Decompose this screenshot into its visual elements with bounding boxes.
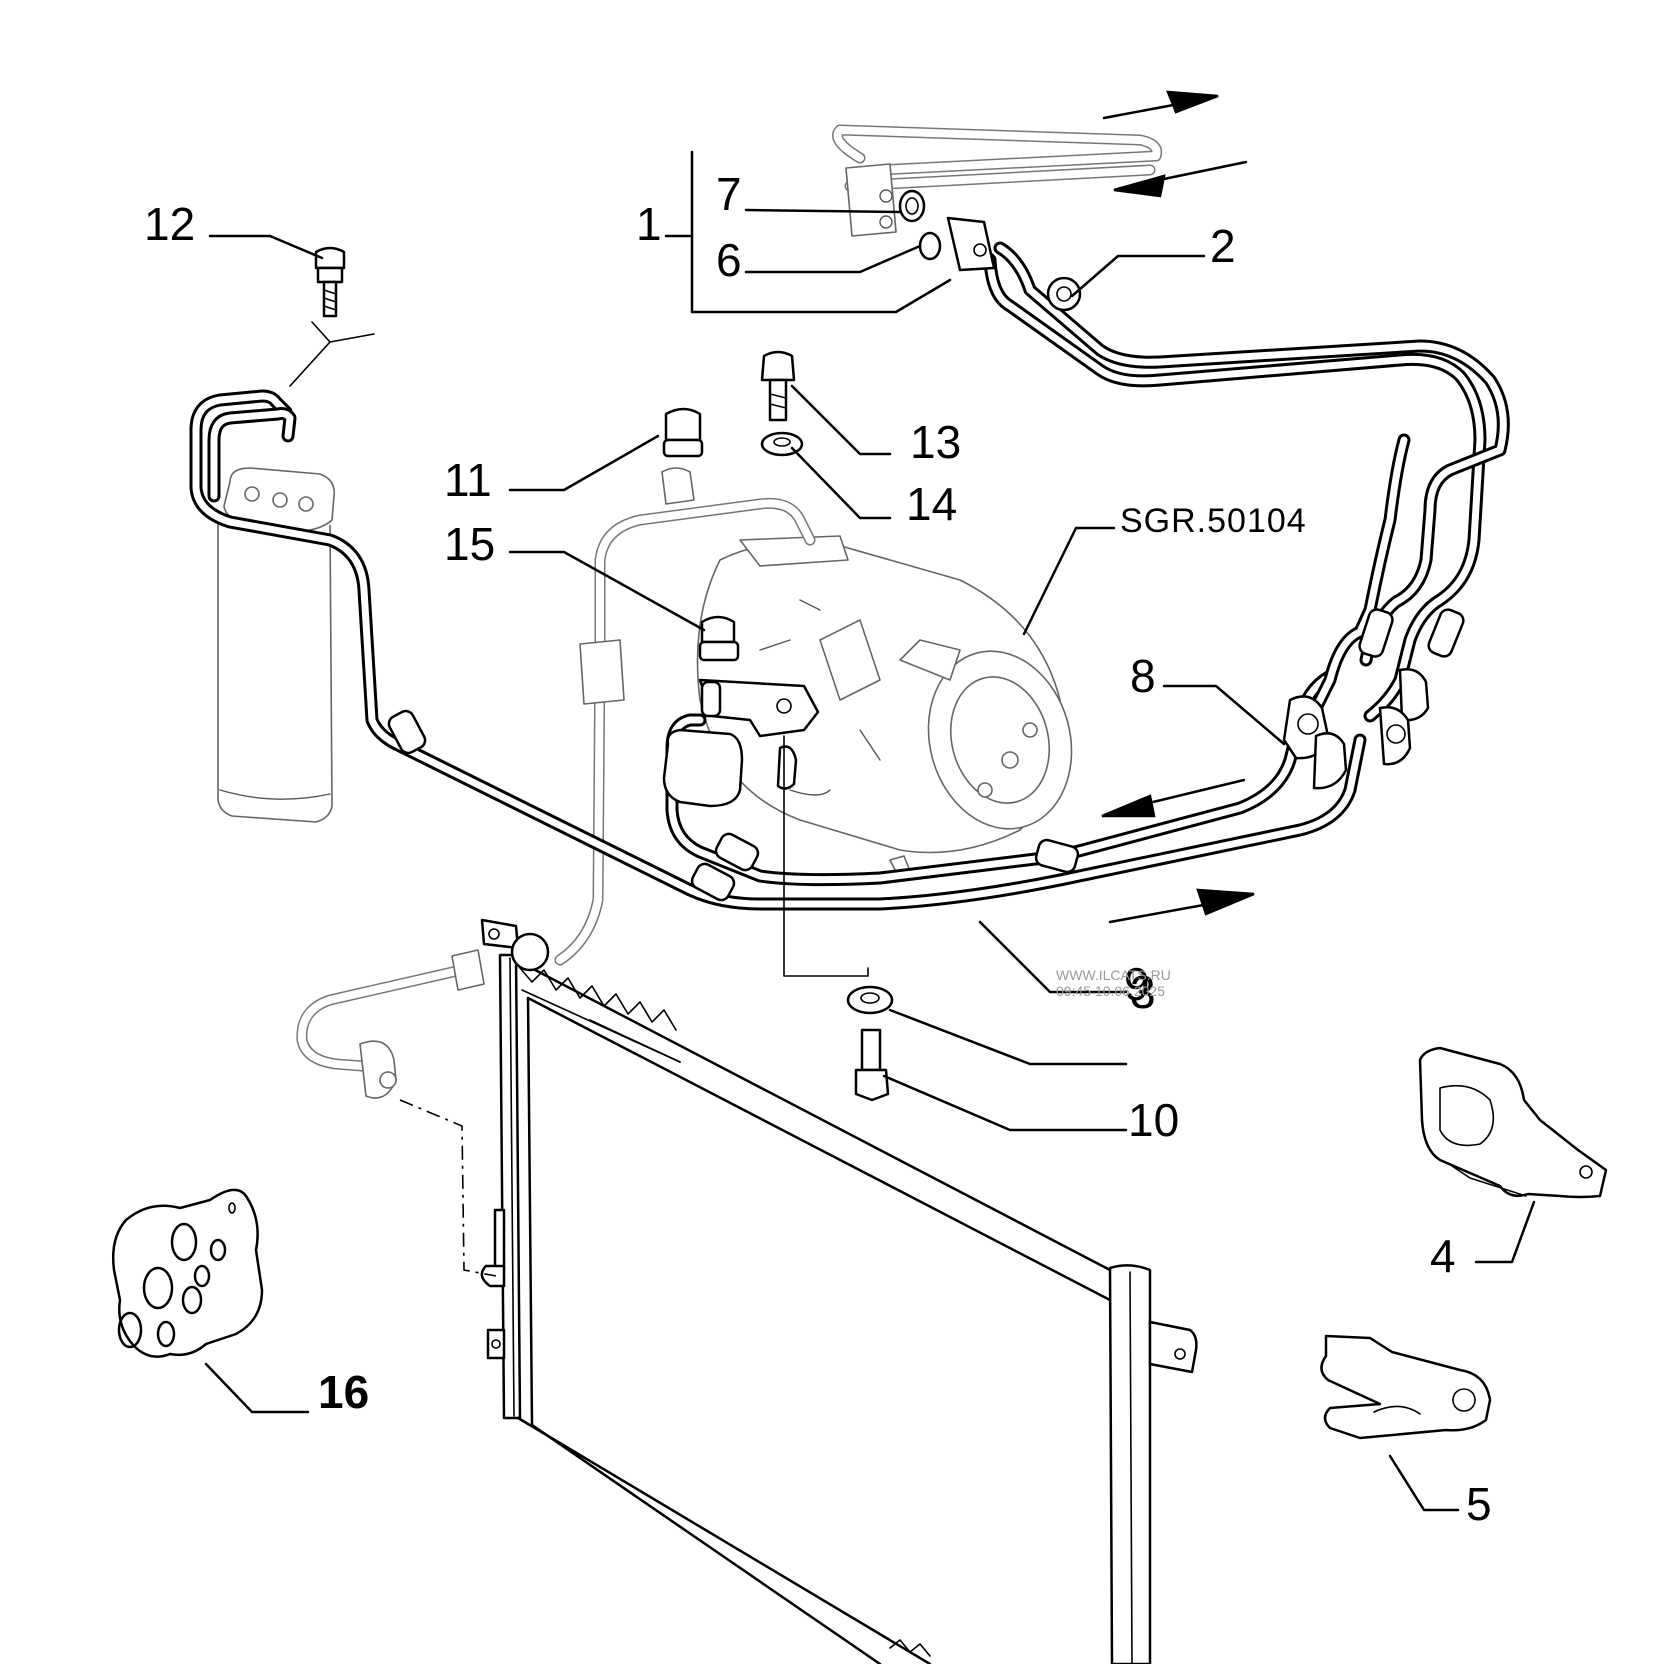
drier-fitting-block [662, 678, 831, 808]
flow-arrow-top-right [1102, 90, 1219, 120]
washer-3 [846, 985, 894, 1015]
flow-arrow-top-left [1113, 160, 1248, 198]
bracket-5 [1320, 1334, 1492, 1440]
callout-6: 6 [716, 234, 742, 286]
callout-16: 16 [318, 1366, 369, 1418]
receiver-drier [217, 467, 336, 823]
callout-8: 8 [1130, 650, 1156, 702]
callout-11: 11 [444, 454, 492, 506]
bolt-13 [760, 350, 796, 422]
flow-arrow-mid-left [1101, 778, 1246, 818]
callout-14: 14 [906, 478, 957, 530]
union-block-1 [832, 124, 1163, 312]
callout-7: 7 [716, 168, 742, 220]
callout-1: 1 [636, 198, 662, 250]
gasket-kit-16 [112, 1188, 264, 1358]
callout-labels: 1 2 3 4 5 6 7 8 9 10 11 12 13 14 15 16 S… [144, 168, 1492, 1530]
alignment-line [783, 735, 869, 977]
watermark: WWW.ILCATS.RU 09:45 10.06.2025 [1056, 967, 1171, 999]
pressure-pipes [189, 241, 1510, 911]
flow-arrow-bottom-right [1108, 888, 1255, 924]
callout-13: 13 [910, 416, 961, 468]
leader-lines [204, 150, 1536, 1512]
callout-2: 2 [1210, 220, 1236, 272]
condenser [480, 918, 1198, 1664]
callout-3: 3 [1130, 966, 1156, 1018]
bracket-4 [1418, 1046, 1608, 1199]
callout-15: 15 [444, 518, 495, 570]
callout-5: 5 [1466, 1478, 1492, 1530]
bolt-10 [854, 1028, 890, 1102]
compressor-suction-loop [554, 467, 816, 966]
cap-15 [698, 615, 740, 662]
watermark-timestamp: 09:45 10.06.2025 [1056, 983, 1165, 999]
callout-9: 9 [1124, 958, 1150, 1010]
callout-4: 4 [1430, 1230, 1456, 1282]
callout-12: 12 [144, 198, 195, 250]
condenser-inlet-pipe [296, 949, 497, 1277]
callout-10: 10 [1128, 1094, 1179, 1146]
watermark-site: WWW.ILCATS.RU [1056, 967, 1171, 983]
cap-11 [662, 407, 704, 458]
hose-fittings-8 [1282, 668, 1430, 790]
bolt-12 [289, 246, 375, 387]
reference-code: SGR.50104 [1120, 502, 1307, 540]
